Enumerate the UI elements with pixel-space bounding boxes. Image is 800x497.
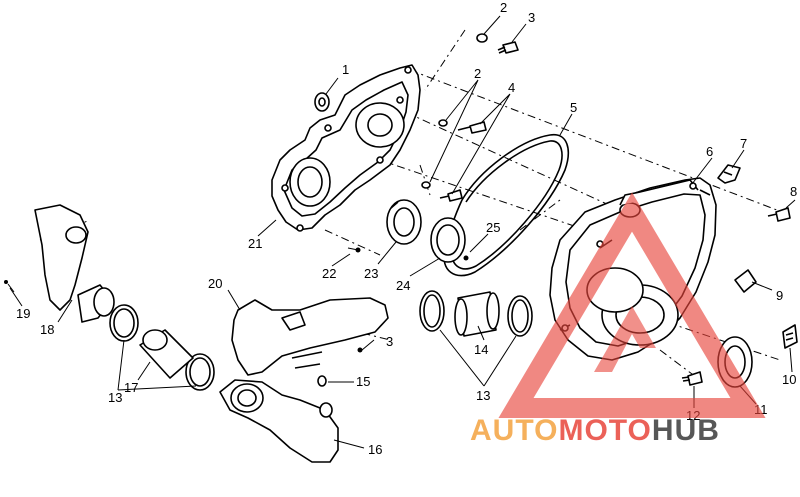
clip-part-7 (717, 164, 741, 184)
callout-9: 9 (776, 288, 783, 303)
watermark-hub: HUB (652, 414, 720, 447)
callout-6: 6 (706, 144, 713, 159)
callout-7: 7 (740, 136, 747, 151)
callout-1: 1 (342, 62, 349, 77)
top-washer-bolt (476, 33, 519, 54)
small-screws (347, 247, 469, 261)
callout-21: 21 (248, 236, 262, 251)
callout-19: 19 (16, 306, 30, 321)
callout-18: 18 (40, 322, 54, 337)
callout-13-right: 13 (476, 388, 490, 403)
callout-25: 25 (486, 220, 500, 235)
callout-15: 15 (356, 374, 370, 389)
callout-23: 23 (364, 266, 378, 281)
left-air-duct (34, 204, 115, 323)
watermark-triangle (498, 192, 766, 418)
intake-duct (231, 297, 389, 376)
callout-4: 4 (508, 80, 515, 95)
callout-10: 10 (782, 372, 796, 387)
automotohub-watermark: AUTOMOTOHUB (470, 192, 766, 447)
connector-hose (139, 329, 194, 379)
callout-3-top: 3 (528, 10, 535, 25)
callout-22: 22 (322, 266, 336, 281)
bolt-part-8 (767, 207, 791, 222)
watermark-moto: MOTO (558, 414, 651, 447)
callout-20: 20 (208, 276, 222, 291)
cover-bolts-washers (421, 119, 487, 202)
callout-16: 16 (368, 442, 382, 457)
callout-2-top: 2 (500, 0, 507, 15)
watermark-auto: AUTO (470, 414, 558, 447)
watermark-inner-mark (594, 306, 656, 372)
callout-3-low: 3 (386, 334, 393, 349)
inner-clutch-cover (271, 64, 421, 232)
decal-part-9 (734, 269, 757, 293)
oil-seal (386, 199, 422, 245)
plate-part-10 (782, 324, 798, 349)
callout-17: 17 (124, 380, 138, 395)
callout-5: 5 (570, 100, 577, 115)
svg-text:AUTOMOTOHUB: AUTOMOTOHUB (470, 414, 720, 447)
plug-part-1 (314, 92, 330, 112)
screw-part-12 (681, 371, 703, 386)
duct-boot (454, 291, 500, 337)
seal-ring (430, 217, 466, 263)
drive-belt (443, 134, 569, 277)
callout-13-left: 13 (108, 390, 122, 405)
callout-14: 14 (474, 342, 488, 357)
screw-part-19 (4, 280, 15, 293)
callout-8: 8 (790, 184, 797, 199)
lower-air-duct (219, 379, 339, 463)
callout-24: 24 (396, 278, 410, 293)
callout-2-mid: 2 (474, 66, 481, 81)
grommet-part-15 (317, 375, 327, 387)
hose-clamps-right (419, 290, 533, 337)
